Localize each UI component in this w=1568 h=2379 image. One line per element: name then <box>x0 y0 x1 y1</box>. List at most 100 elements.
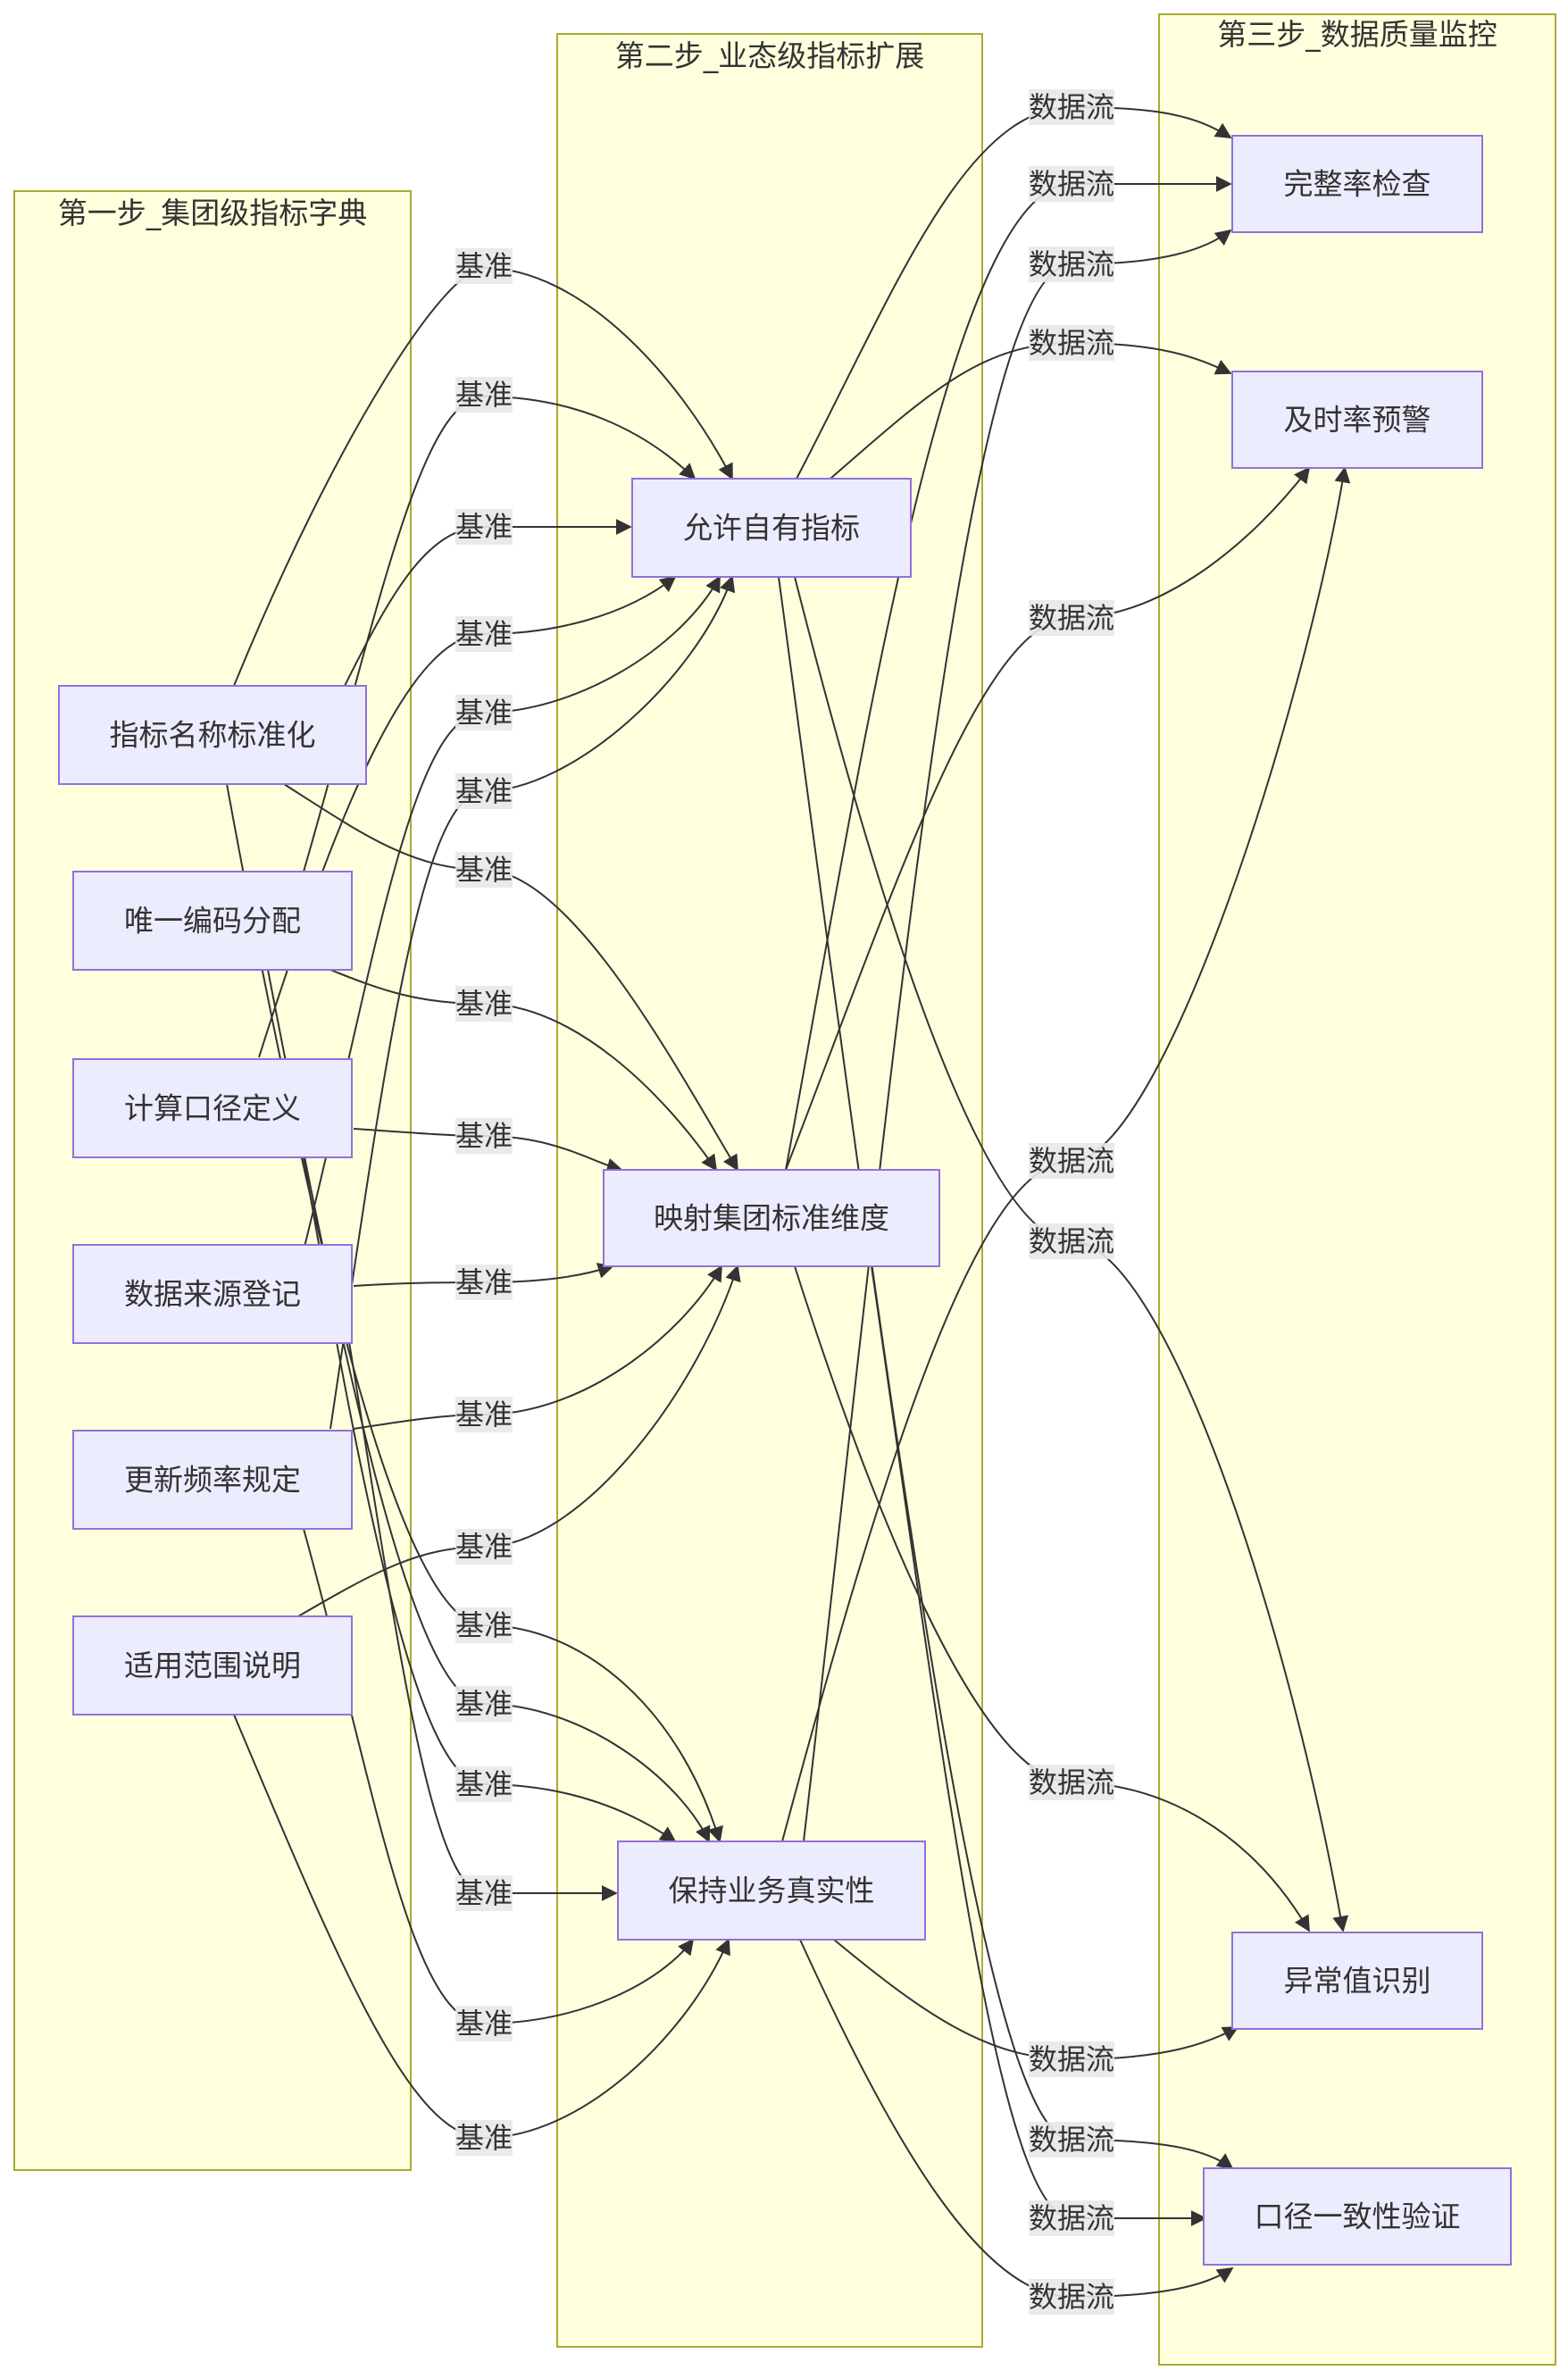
edge-label-base: 基准 <box>455 2006 513 2041</box>
svg-text:基准: 基准 <box>455 617 513 651</box>
edge-m2-q1 <box>785 176 1232 1171</box>
svg-text:基准: 基准 <box>455 696 513 730</box>
edge-m1-q1 <box>796 105 1232 480</box>
edge-label-base: 基准 <box>455 1397 513 1432</box>
node-keep-business-authenticity: 保持业务真实性 <box>617 1841 926 1941</box>
svg-text:口径一致性验证: 口径一致性验证 <box>1255 2200 1461 2234</box>
svg-text:映射集团标准维度: 映射集团标准维度 <box>654 1201 889 1236</box>
edge-label-flow: 数据流 <box>1029 89 1114 125</box>
svg-text:数据流: 数据流 <box>1029 167 1114 201</box>
svg-text:基准: 基准 <box>455 1876 513 1910</box>
svg-text:指标名称标准化: 指标名称标准化 <box>110 718 316 753</box>
svg-text:基准: 基准 <box>455 2121 513 2155</box>
svg-text:数据流: 数据流 <box>1029 2042 1114 2076</box>
svg-text:数据流: 数据流 <box>1029 326 1114 360</box>
svg-text:适用范围说明: 适用范围说明 <box>124 1649 301 1683</box>
edge-label-flow: 数据流 <box>1029 246 1114 282</box>
svg-text:基准: 基准 <box>455 1119 513 1153</box>
edge-label-flow: 数据流 <box>1029 2122 1114 2158</box>
edge-labels-base: 基准 基准 基准 基准 基准 基准 基准 基准 基准 基准 基准 基准 基准 基… <box>455 248 513 2156</box>
node-metric-name-standardization: 指标名称标准化 <box>58 685 367 785</box>
edge-labels-flow: 数据流 数据流 数据流 数据流 数据流 数据流 数据流 数据流 数据流 数据流 … <box>1029 89 1114 2315</box>
cluster-step2-title: 第二步_业态级指标扩展 <box>615 38 925 73</box>
svg-text:基准: 基准 <box>455 378 513 412</box>
svg-text:保持业务真实性: 保持业务真实性 <box>669 1874 875 1908</box>
svg-text:基准: 基准 <box>455 853 513 887</box>
svg-text:数据流: 数据流 <box>1029 1765 1114 1799</box>
node-data-source-registration: 数据来源登记 <box>72 1244 353 1344</box>
svg-text:基准: 基准 <box>455 1398 513 1432</box>
edge-label-base: 基准 <box>455 695 513 730</box>
edge-n5-m2 <box>353 1265 722 1430</box>
edge-label-flow: 数据流 <box>1029 1223 1114 1259</box>
edge-label-flow: 数据流 <box>1029 600 1114 636</box>
svg-text:基准: 基准 <box>455 1530 513 1564</box>
edge-label-flow: 数据流 <box>1029 1143 1114 1179</box>
node-map-group-dimensions: 映射集团标准维度 <box>603 1169 940 1267</box>
svg-text:唯一编码分配: 唯一编码分配 <box>124 904 301 939</box>
cluster-step1: 第一步_集团级指标字典 <box>13 190 412 2171</box>
edge-m3-q4 <box>799 1939 1234 2299</box>
svg-text:数据流: 数据流 <box>1029 1224 1114 1258</box>
node-allow-own-metrics: 允许自有指标 <box>631 478 912 578</box>
edge-label-base: 基准 <box>455 1875 513 1911</box>
edge-label-base: 基准 <box>455 509 513 545</box>
edge-label-base: 基准 <box>455 1766 513 1802</box>
edge-label-base: 基准 <box>455 1607 513 1643</box>
node-definition-consistency: 口径一致性验证 <box>1203 2167 1512 2266</box>
edge-m3-q1 <box>803 229 1232 1842</box>
svg-text:允许自有指标: 允许自有指标 <box>683 511 860 546</box>
edge-label-base: 基准 <box>455 2120 513 2156</box>
edge-label-base: 基准 <box>455 773 513 809</box>
cluster-step3-title: 第三步_数据质量监控 <box>1217 17 1497 52</box>
svg-text:及时率预警: 及时率预警 <box>1284 403 1431 438</box>
svg-text:数据流: 数据流 <box>1029 2280 1114 2314</box>
edge-label-flow: 数据流 <box>1029 1765 1114 1800</box>
svg-text:数据流: 数据流 <box>1029 601 1114 635</box>
edge-label-base: 基准 <box>455 377 513 413</box>
svg-text:基准: 基准 <box>455 249 513 283</box>
node-update-frequency: 更新频率规定 <box>72 1430 353 1530</box>
svg-text:数据流: 数据流 <box>1029 247 1114 281</box>
edge-label-base: 基准 <box>455 986 513 1022</box>
svg-text:数据流: 数据流 <box>1029 90 1114 124</box>
edge-m2-q4 <box>871 1265 1207 2226</box>
edge-label-base: 基准 <box>455 1118 513 1154</box>
svg-text:基准: 基准 <box>455 987 513 1021</box>
svg-text:数据来源登记: 数据来源登记 <box>124 1277 301 1312</box>
edge-label-base: 基准 <box>455 1686 513 1722</box>
cluster-step1-title: 第一步_集团级指标字典 <box>58 196 368 230</box>
edge-label-flow: 数据流 <box>1029 2041 1114 2077</box>
edge-label-base: 基准 <box>455 1529 513 1565</box>
node-completeness-check: 完整率检查 <box>1231 135 1483 233</box>
svg-text:基准: 基准 <box>455 510 513 544</box>
edge-n3-m3 <box>303 1156 677 1843</box>
node-timeliness-warning: 及时率预警 <box>1231 371 1483 469</box>
node-outlier-detection: 异常值识别 <box>1231 1932 1483 2030</box>
node-calculation-definition: 计算口径定义 <box>72 1058 353 1158</box>
edge-label-flow: 数据流 <box>1029 2200 1114 2236</box>
edge-label-flow: 数据流 <box>1029 2279 1114 2315</box>
edge-label-base: 基准 <box>455 248 513 284</box>
svg-text:数据流: 数据流 <box>1029 1144 1114 1178</box>
edge-label-base: 基准 <box>455 852 513 888</box>
edge-label-base: 基准 <box>455 1265 513 1300</box>
svg-text:基准: 基准 <box>455 1608 513 1642</box>
svg-text:完整率检查: 完整率检查 <box>1284 167 1431 202</box>
svg-text:基准: 基准 <box>455 1265 513 1299</box>
svg-text:基准: 基准 <box>455 1767 513 1801</box>
svg-text:计算口径定义: 计算口径定义 <box>124 1091 301 1126</box>
edge-label-base: 基准 <box>455 616 513 652</box>
svg-text:数据流: 数据流 <box>1029 2201 1114 2235</box>
edge-label-flow: 数据流 <box>1029 325 1114 361</box>
svg-text:更新频率规定: 更新频率规定 <box>124 1463 301 1498</box>
svg-text:异常值识别: 异常值识别 <box>1284 1964 1431 1999</box>
edge-m1-q4 <box>778 576 1234 2170</box>
svg-text:数据流: 数据流 <box>1029 2123 1114 2157</box>
node-scope-description: 适用范围说明 <box>72 1615 353 1715</box>
svg-text:基准: 基准 <box>455 2007 513 2041</box>
edge-label-flow: 数据流 <box>1029 166 1114 202</box>
svg-text:基准: 基准 <box>455 774 513 808</box>
node-unique-code-assignment: 唯一编码分配 <box>72 871 353 971</box>
